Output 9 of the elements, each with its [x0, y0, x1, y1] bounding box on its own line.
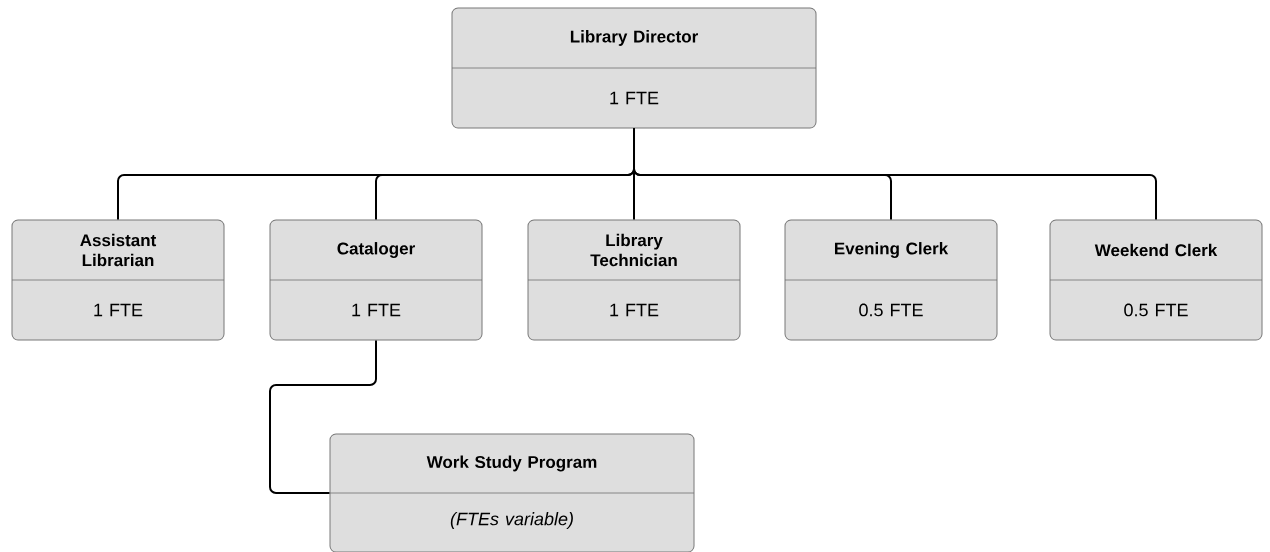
position-box: Work Study Program (FTEs variable) [329, 433, 695, 552]
position-box: Library Technician 1 FTE [527, 219, 741, 341]
position-box: Assistant Librarian 1 FTE [11, 219, 225, 341]
position-box: Evening Clerk 0.5 FTE [784, 219, 998, 341]
connector-line [269, 339, 377, 494]
position-box: Cataloger 1 FTE [269, 219, 483, 341]
position-box: Library Director 1 FTE [451, 7, 817, 129]
position-box: Weekend Clerk 0.5 FTE [1049, 219, 1263, 341]
connector-line [633, 127, 1157, 221]
